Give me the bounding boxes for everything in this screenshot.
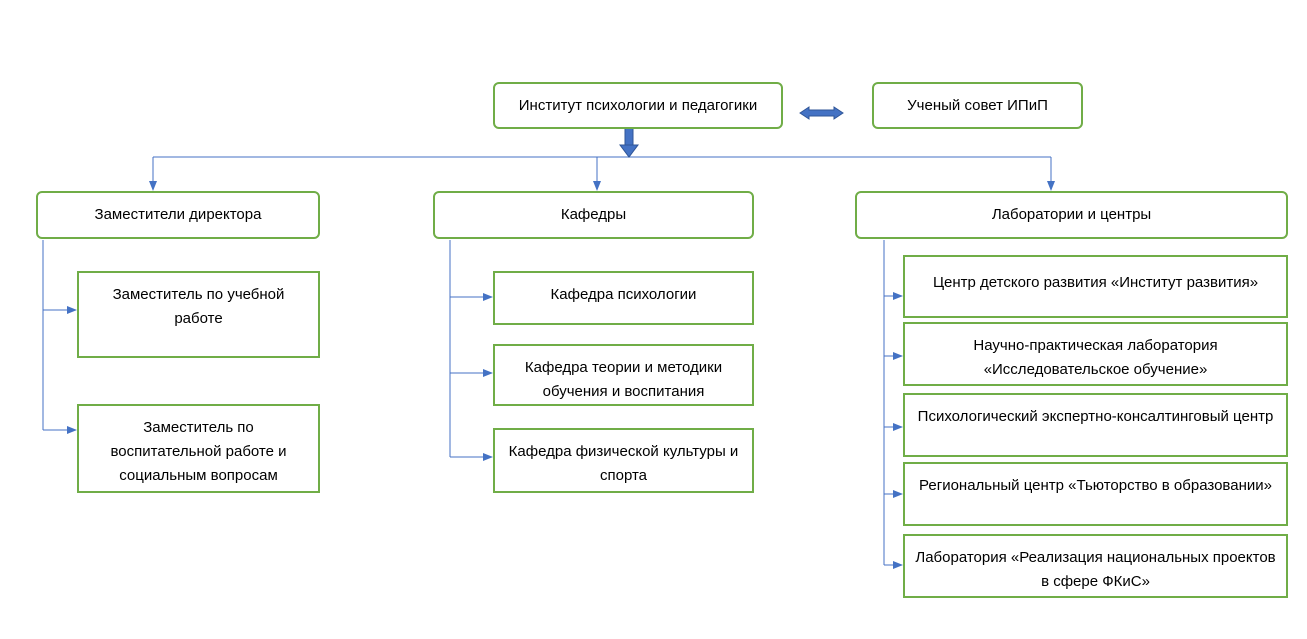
department-item: Кафедра физической культуры и спорта <box>493 428 754 493</box>
departments-node: Кафедры <box>433 191 754 239</box>
department-item-label: Кафедра психологии <box>550 286 697 303</box>
lab-item-label: Региональный центр «Тьюторство в образов… <box>919 477 1272 494</box>
deputies-node: Заместители директора <box>36 191 320 239</box>
deputy-item-label: Заместитель по воспитательной работе и с… <box>110 419 287 484</box>
labs-label: Лаборатории и центры <box>991 206 1152 223</box>
root-label: Институт психологии и педагогики <box>518 96 758 114</box>
lab-item: Лаборатория «Реализация национальных про… <box>903 534 1288 598</box>
council-label: Ученый совет ИПиП <box>907 96 1048 114</box>
lab-item-label: Лаборатория «Реализация национальных про… <box>915 549 1276 590</box>
deputy-item: Заместитель по учебной работе <box>77 271 320 358</box>
lab-item-label: Центр детского развития «Институт развит… <box>932 274 1259 291</box>
lab-item-label: Психологический экспертно-консалтинговый… <box>917 408 1274 425</box>
department-item: Кафедра теории и методики обучения и вос… <box>493 344 754 406</box>
lab-item: Психологический экспертно-консалтинговый… <box>903 393 1288 457</box>
deputies-label: Заместители директора <box>94 206 262 223</box>
labs-node: Лаборатории и центры <box>855 191 1288 239</box>
lab-item: Региональный центр «Тьюторство в образов… <box>903 462 1288 526</box>
lab-item: Научно-практическая лаборатория «Исследо… <box>903 322 1288 386</box>
deputy-item-label: Заместитель по учебной работе <box>112 286 285 327</box>
department-item: Кафедра психологии <box>493 271 754 325</box>
department-item-label: Кафедра физической культуры и спорта <box>508 443 739 484</box>
root-node: Институт психологии и педагогики <box>493 82 783 129</box>
double-arrow <box>799 106 844 120</box>
lab-item-label: Научно-практическая лаборатория «Исследо… <box>973 337 1218 378</box>
deputy-item: Заместитель по воспитательной работе и с… <box>77 404 320 493</box>
root-down-arrow <box>619 127 639 158</box>
department-item-label: Кафедра теории и методики обучения и вос… <box>524 359 723 400</box>
lab-item: Центр детского развития «Институт развит… <box>903 255 1288 318</box>
council-node: Ученый совет ИПиП <box>872 82 1083 129</box>
departments-label: Кафедры <box>560 206 627 223</box>
